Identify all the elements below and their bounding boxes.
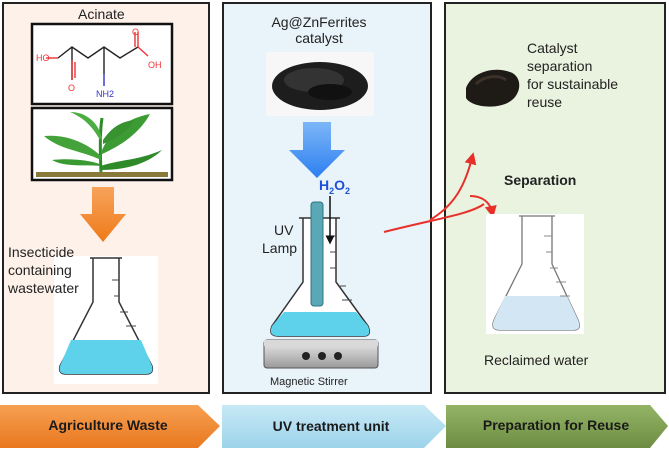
acinate-molecule-structure (30, 22, 174, 106)
h2o2-h: H (319, 177, 330, 193)
uv-lamp-line-1: UV (274, 222, 294, 238)
molecule-nh2-label: NH2 (96, 89, 115, 99)
catalyst-separation-line-2: separation (527, 58, 593, 74)
insecticide-label-line-2: containing (8, 262, 72, 278)
blue-down-arrow (289, 122, 345, 178)
separated-catalyst-image (466, 69, 520, 107)
uv-treatment-arrow-shape (222, 405, 446, 448)
catalyst-separation-line-4: reuse (527, 94, 563, 110)
h2o2-sub-1: 2 (329, 185, 335, 196)
orange-down-arrow (80, 187, 126, 242)
h2o2-o: O (334, 177, 346, 193)
agriculture-waste-arrow-shape (0, 405, 220, 448)
insecticide-label-line-3: wastewater (8, 280, 79, 296)
catalyst-name-line-2: catalyst (295, 30, 343, 46)
h2o2-label: H2O2 (319, 177, 350, 200)
molecule-o2-label: O (132, 27, 140, 37)
wastewater-flask (54, 256, 158, 384)
h2o2-sub-2: 2 (345, 185, 351, 196)
insecticide-label-line-1: Insecticide (8, 244, 75, 260)
catalyst-powder-image (266, 52, 374, 116)
magnetic-stirrer-label: Magnetic Stirrer (270, 376, 348, 388)
catalyst-name-line-1: Ag@ZnFerrites (271, 14, 367, 30)
separation-label: Separation (504, 172, 577, 188)
uv-lamp-tube (310, 201, 324, 307)
catalyst-separation-line-1: Catalyst (527, 40, 578, 56)
molecule-oh-label: OH (148, 60, 162, 70)
molecule-o1-label: O (68, 83, 76, 93)
acinate-label: Acinate (78, 6, 125, 22)
catalyst-separation-line-3: for sustainable (527, 76, 619, 92)
uv-lamp-line-2: Lamp (262, 240, 298, 256)
separation-arrows (383, 152, 497, 233)
preparation-for-reuse-arrow-shape (446, 405, 668, 448)
preparation-for-reuse-label: Preparation for Reuse (482, 417, 630, 433)
molecule-ho-label: HO (36, 53, 50, 63)
reclaimed-water-label: Reclaimed water (484, 352, 589, 368)
reclaimed-water-flask (486, 214, 584, 334)
uv-treatment-label: UV treatment unit (272, 418, 390, 434)
agriculture-waste-label: Agriculture Waste (48, 417, 168, 433)
magnetic-stirrer (263, 339, 379, 369)
plant-illustration (30, 106, 174, 182)
